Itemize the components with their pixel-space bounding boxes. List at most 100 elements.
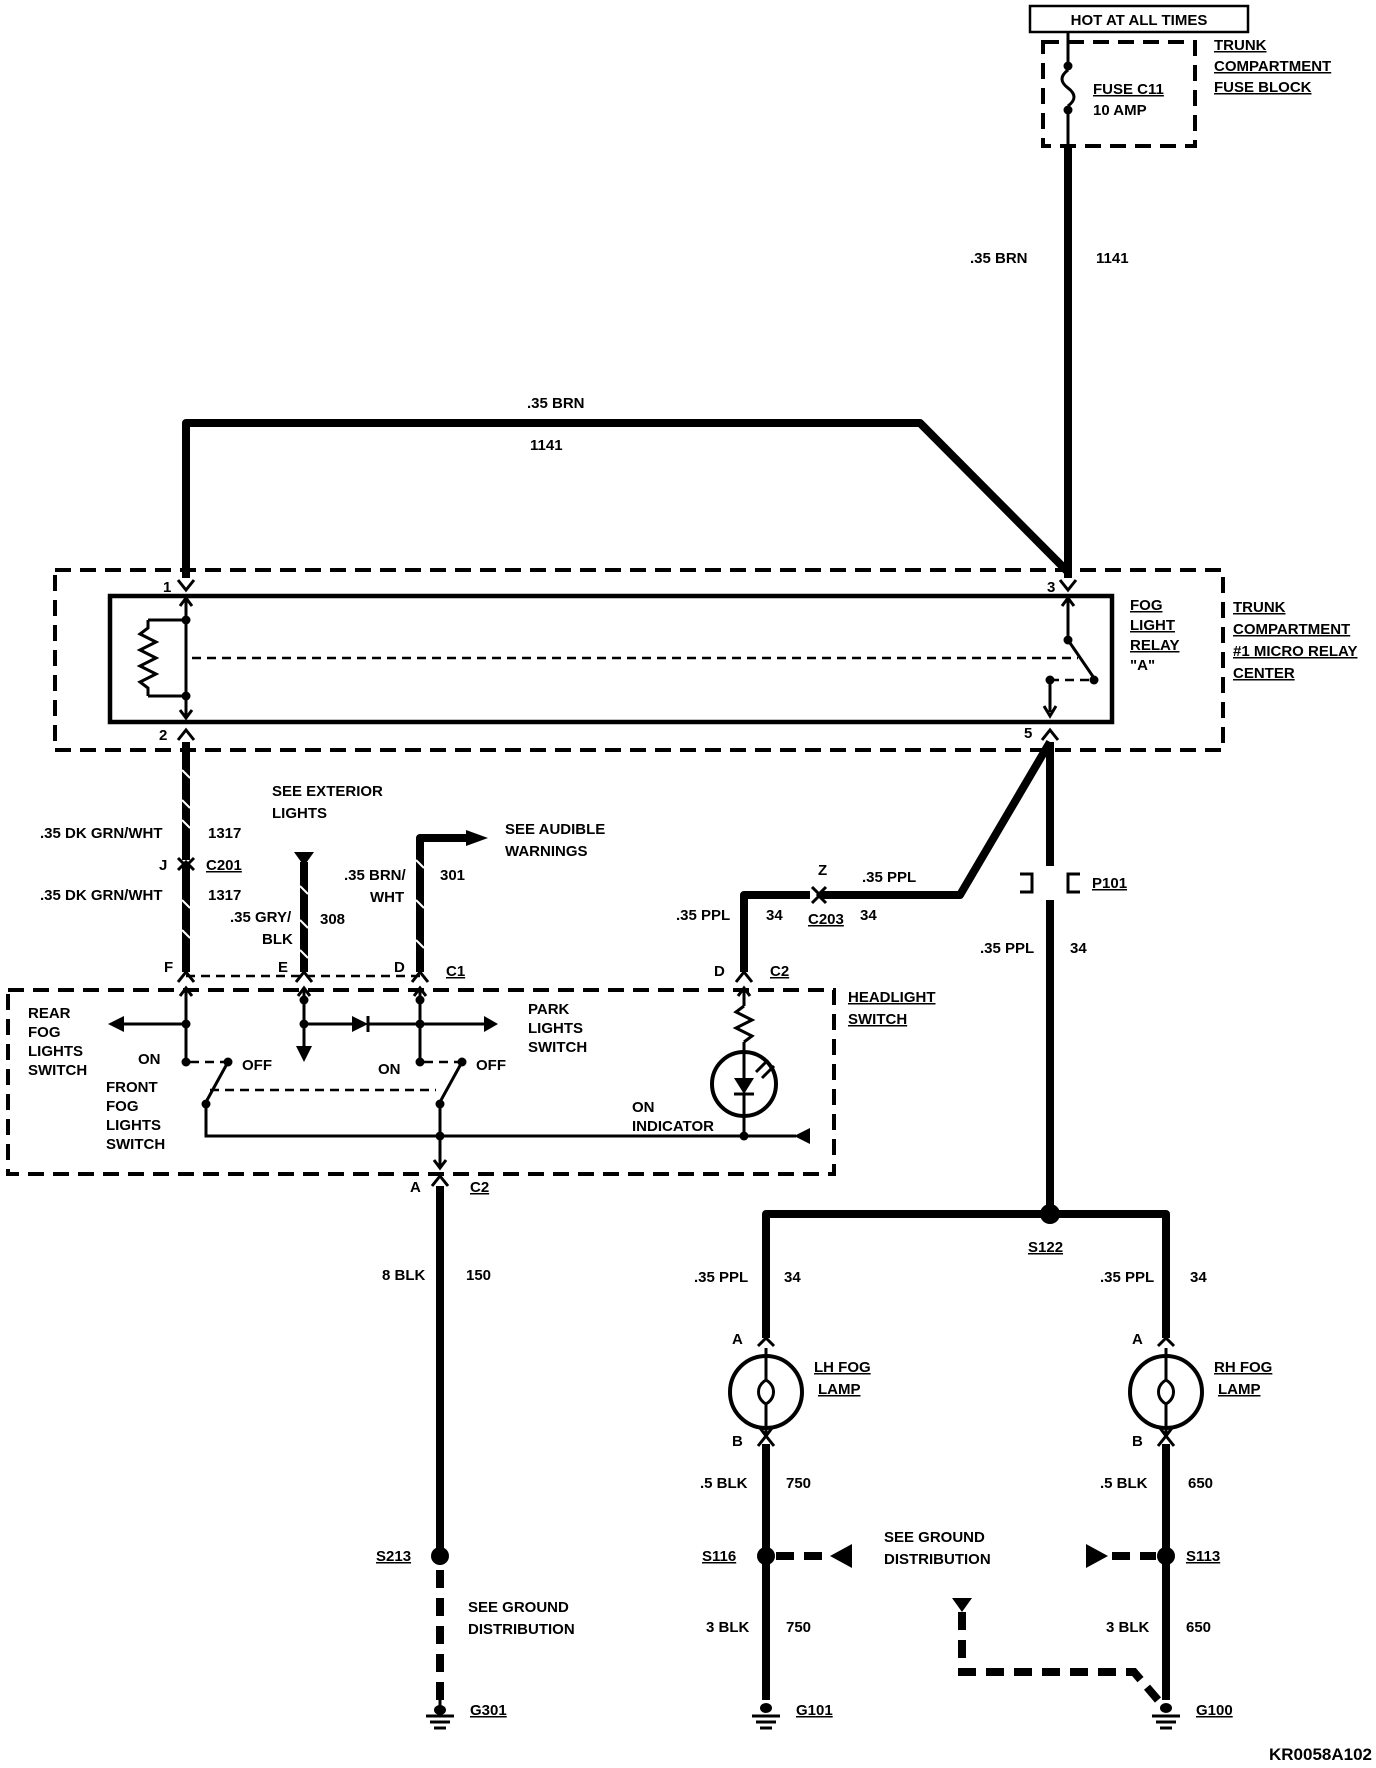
fuse-terminal-bottom bbox=[1063, 105, 1073, 115]
audible-ref-1: SEE AUDIBLE bbox=[505, 821, 605, 838]
rh-pin-b: B bbox=[1132, 1433, 1143, 1450]
fuse-block: HOT AT ALL TIMES FUSE C11 10 AMP TRUNK C… bbox=[1028, 4, 1331, 148]
hot-at-all-times-label: HOT AT ALL TIMES bbox=[1071, 12, 1208, 29]
switch-pin-d: D bbox=[394, 959, 405, 976]
ground-g301-icon bbox=[426, 1700, 454, 1730]
headlight-switch-title-2: SWITCH bbox=[848, 1011, 907, 1028]
ground-wire-150: 8 BLK 150 S213 SEE GROUND DISTRIBUTION G… bbox=[376, 1186, 575, 1730]
wire-34-main: P101 .35 PPL 34 bbox=[980, 742, 1127, 1214]
wire-301: SEE AUDIBLE WARNINGS .35 BRN/ WHT 301 bbox=[344, 821, 605, 972]
relay-name-3: RELAY bbox=[1130, 637, 1179, 654]
c203-pin: Z bbox=[818, 862, 827, 879]
rh-lamp-name-2: LAMP bbox=[1218, 1381, 1261, 1398]
switch-c1: C1 bbox=[446, 963, 465, 980]
relay-center-label-4: CENTER bbox=[1233, 665, 1295, 682]
headlight-switch: F E D C1 D C2 HEADLIGHT SWITCH bbox=[6, 959, 936, 1196]
wire-308-color-1: .35 GRY/ bbox=[230, 909, 292, 926]
c203-name: C203 bbox=[808, 911, 844, 928]
fog-lamps: S122 .35 PPL 34 .35 PPL 34 A B LH FOG LA… bbox=[694, 1204, 1272, 1730]
front-fog-label-2: FOG bbox=[106, 1098, 139, 1115]
rh-g-color: 3 BLK bbox=[1106, 1619, 1150, 1636]
fuse-block-outline bbox=[1041, 40, 1197, 148]
off-label-2: OFF bbox=[476, 1057, 506, 1074]
wire-308-color-2: BLK bbox=[262, 931, 293, 948]
audible-ref-2: WARNINGS bbox=[505, 843, 588, 860]
relay-center-outline bbox=[53, 568, 1225, 752]
lh-pin-b: B bbox=[732, 1433, 743, 1450]
wire-1317-color-top: .35 DK GRN/WHT bbox=[40, 825, 163, 842]
p101-name: P101 bbox=[1092, 875, 1127, 892]
wire-301-circuit: 301 bbox=[440, 867, 465, 884]
feed-wire-circuit: 1141 bbox=[1096, 250, 1129, 267]
relay-coil-icon bbox=[136, 595, 194, 721]
rear-fog-label-2: FOG bbox=[28, 1024, 61, 1041]
wire-34-indicator: Z .35 PPL C203 34 .35 PPL 34 bbox=[676, 739, 1054, 972]
c203-left-circuit: 34 bbox=[766, 907, 783, 924]
s113-label: S113 bbox=[1186, 1548, 1220, 1565]
lh-b-color: .5 BLK bbox=[700, 1475, 748, 1492]
svg-text:5: 5 bbox=[1024, 725, 1032, 742]
fuse-terminal-top bbox=[1063, 61, 1073, 71]
g101-label: G101 bbox=[796, 1702, 833, 1719]
ground-ref-left-1: SEE GROUND bbox=[468, 1599, 569, 1616]
top-wire-1141: .35 BRN 1141 bbox=[182, 395, 1071, 578]
switch-c2-top: C2 bbox=[770, 963, 789, 980]
indicator-label-1: ON bbox=[632, 1099, 655, 1116]
wire-1317: .35 DK GRN/WHT 1317 J C201 .35 DK GRN/WH… bbox=[40, 742, 242, 972]
switch-internals bbox=[108, 985, 810, 1171]
rh-wire-color: .35 PPL bbox=[1100, 1269, 1154, 1286]
rh-lamp-name-1: RH FOG bbox=[1214, 1359, 1272, 1376]
relay-pin-3: 3 bbox=[1047, 579, 1078, 596]
on-label-2: ON bbox=[378, 1061, 401, 1078]
relay-center-label-1: TRUNK bbox=[1233, 599, 1286, 616]
lh-pin-a: A bbox=[732, 1331, 743, 1348]
relay-switch-icon bbox=[1042, 595, 1099, 719]
lh-g-color: 3 BLK bbox=[706, 1619, 750, 1636]
lh-g-circuit: 750 bbox=[786, 1619, 811, 1636]
wire-308: SEE EXTERIOR LIGHTS .35 GRY/ BLK 308 bbox=[230, 783, 383, 972]
g100-label: G100 bbox=[1196, 1702, 1233, 1719]
front-fog-label-3: LIGHTS bbox=[106, 1117, 161, 1134]
fuse-name: FUSE C11 bbox=[1093, 81, 1164, 98]
switch-pin-e: E bbox=[278, 959, 288, 976]
svg-text:3: 3 bbox=[1047, 579, 1055, 596]
s213-label: S213 bbox=[376, 1548, 411, 1565]
headlight-switch-title-1: HEADLIGHT bbox=[848, 989, 936, 1006]
wire-1317-circuit-bottom: 1317 bbox=[208, 887, 241, 904]
p101-color: .35 PPL bbox=[980, 940, 1034, 957]
ext-lights-ref-2: LIGHTS bbox=[272, 805, 327, 822]
g301-label: G301 bbox=[470, 1702, 507, 1719]
relay-name-2: LIGHT bbox=[1130, 617, 1175, 634]
top-wire-color: .35 BRN bbox=[527, 395, 585, 412]
svg-text:2: 2 bbox=[159, 727, 167, 744]
relay-center-label-2: COMPARTMENT bbox=[1233, 621, 1350, 638]
c203-left-color: .35 PPL bbox=[676, 907, 730, 924]
hot-at-all-times-box bbox=[1028, 4, 1250, 34]
rh-fog-lamp-icon bbox=[1128, 1335, 1204, 1447]
s116-label: S116 bbox=[702, 1548, 736, 1565]
fuse-block-label-1: TRUNK bbox=[1214, 37, 1267, 54]
wire-308-circuit: 308 bbox=[320, 911, 345, 928]
c203-top-color: .35 PPL bbox=[862, 869, 916, 886]
c203-right-circuit: 34 bbox=[860, 907, 877, 924]
on-label-1: ON bbox=[138, 1051, 161, 1068]
s122-label: S122 bbox=[1028, 1239, 1063, 1256]
ground-g101-icon bbox=[752, 1703, 780, 1730]
park-switch-label-2: LIGHTS bbox=[528, 1020, 583, 1037]
front-fog-label-1: FRONT bbox=[106, 1079, 158, 1096]
lh-lamp-name-2: LAMP bbox=[818, 1381, 861, 1398]
relay-name-1: FOG bbox=[1130, 597, 1163, 614]
rh-b-color: .5 BLK bbox=[1100, 1475, 1148, 1492]
lh-b-circuit: 750 bbox=[786, 1475, 811, 1492]
rear-fog-label-1: REAR bbox=[28, 1005, 71, 1022]
relay-pin-5: 5 bbox=[1024, 725, 1060, 742]
fuse-rating: 10 AMP bbox=[1093, 102, 1147, 119]
micro-relay-center: 1 3 bbox=[53, 568, 1357, 752]
lh-wire-color: .35 PPL bbox=[694, 1269, 748, 1286]
switch-pin-d2: D bbox=[714, 963, 725, 980]
switch-pin-a: A bbox=[410, 1179, 421, 1196]
lh-wire-circuit: 34 bbox=[784, 1269, 801, 1286]
ext-lights-ref-1: SEE EXTERIOR bbox=[272, 783, 383, 800]
top-wire-circuit: 1141 bbox=[530, 437, 563, 454]
